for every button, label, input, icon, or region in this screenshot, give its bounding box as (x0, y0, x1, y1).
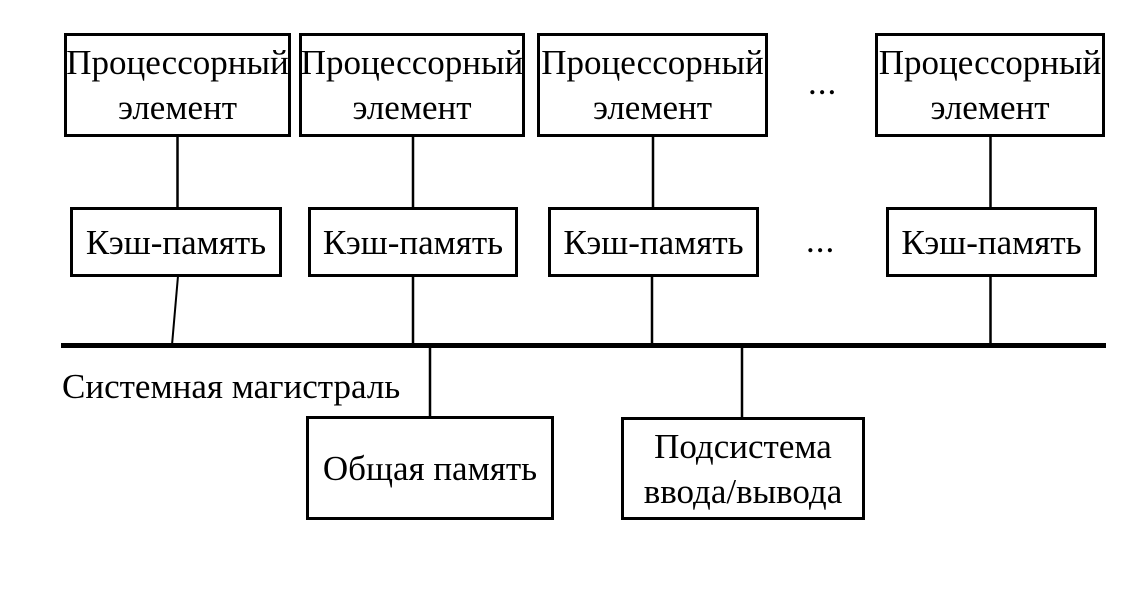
processor-element-box-3: Процессорный элемент (537, 33, 768, 137)
cache-memory-box-4: Кэш-память (886, 207, 1097, 277)
cache-memory-box-2: Кэш-память (308, 207, 518, 277)
processor-element-box-4: Процессорный элемент (875, 33, 1105, 137)
processor-element-box-2: Процессорный элемент (299, 33, 525, 137)
cache-row-ellipsis: ... (806, 221, 836, 260)
cache-memory-box-3: Кэш-память (548, 207, 759, 277)
connector-cache1-bus (171, 275, 179, 346)
system-bus-label: Системная магистраль (62, 367, 401, 406)
cache-memory-box-1: Кэш-память (70, 207, 282, 277)
io-subsystem-box: Подсистема ввода/вывода (621, 417, 865, 520)
processor-element-box-1: Процессорный элемент (64, 33, 291, 137)
shared-memory-box: Общая память (306, 416, 554, 520)
processor-row-ellipsis: ... (808, 63, 838, 102)
